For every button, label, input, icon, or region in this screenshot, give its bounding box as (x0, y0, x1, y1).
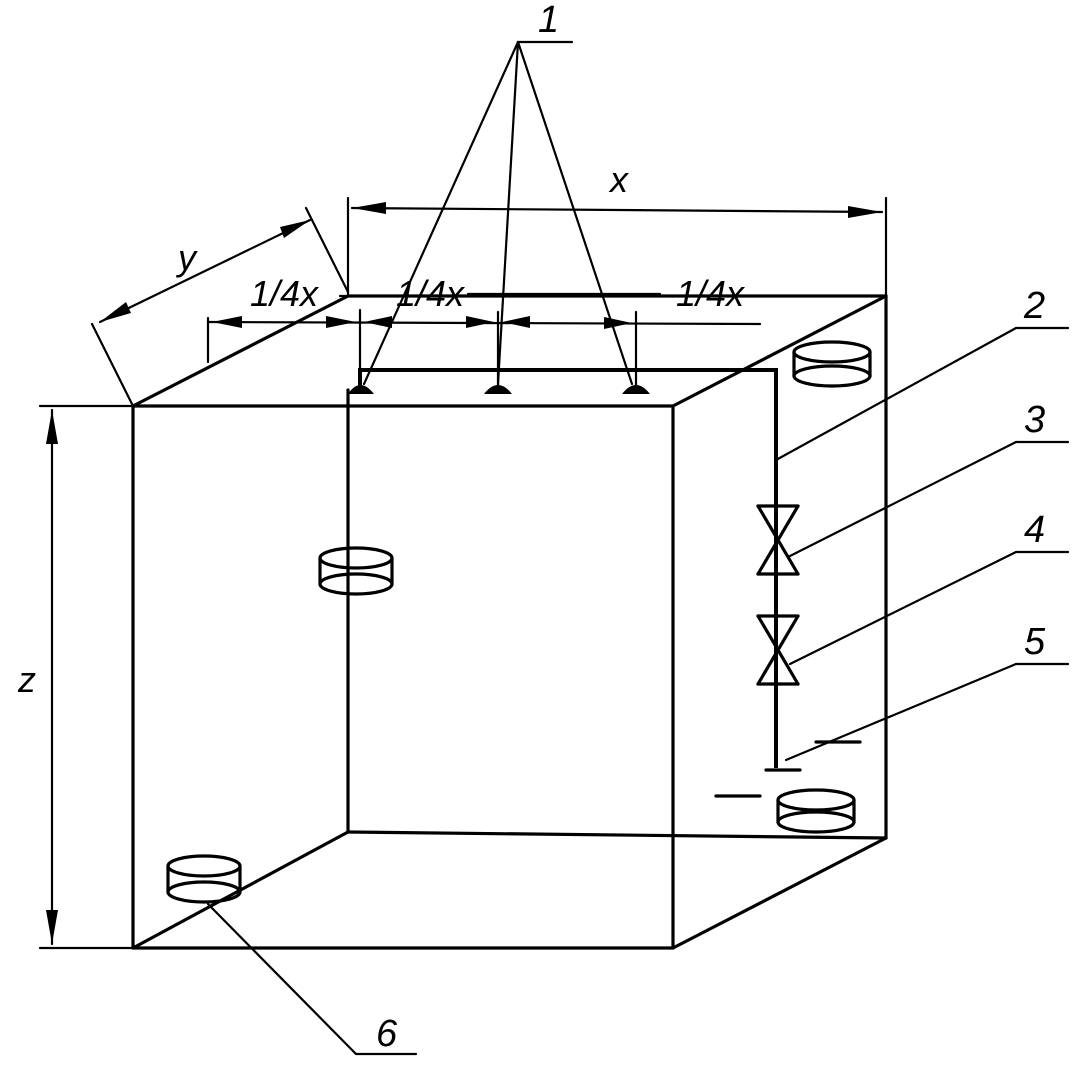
back-bottom-edge (346, 830, 888, 840)
quarter-label-2: 1/4x (396, 273, 466, 314)
quarter-label-1: 1/4x (250, 273, 320, 314)
callout-6: 6 (206, 902, 418, 1056)
callout-4: 4 (788, 509, 1070, 666)
top-left-edge (131, 294, 350, 408)
callout-number-1: 1 (538, 0, 559, 41)
dimension-z: z (17, 404, 135, 950)
sample-container (776, 788, 856, 834)
valve-icon (756, 504, 800, 576)
top-right-edge (671, 294, 888, 408)
valve-icon (756, 614, 800, 686)
callout-5: 5 (784, 621, 1070, 762)
spray-pipe (358, 368, 778, 768)
callout-1: 1 (362, 0, 634, 386)
dimension-x-label: x (608, 159, 630, 200)
callout-number-6: 6 (376, 1013, 398, 1055)
dimension-z-label: z (17, 659, 36, 700)
nozzle-icon (622, 385, 650, 394)
chamber-box (131, 294, 888, 950)
callout-number-3: 3 (1024, 399, 1045, 441)
dimension-y-label: y (175, 237, 198, 278)
nozzle-icon (484, 385, 512, 394)
front-face (131, 404, 675, 950)
dimension-x: x (346, 159, 888, 298)
quarter-label-3: 1/4x (676, 273, 746, 314)
callout-3: 3 (788, 399, 1070, 558)
nozzle-icon (348, 385, 374, 394)
sample-container (792, 340, 872, 388)
bottom-right-edge (671, 836, 888, 950)
sample-container (318, 546, 394, 596)
callout-number-2: 2 (1023, 285, 1045, 327)
callout-number-4: 4 (1024, 509, 1045, 551)
callout-number-5: 5 (1024, 621, 1046, 663)
quarter-dimensions: 1/4x 1/4x 1/4x (206, 273, 762, 394)
callout-2: 2 (774, 285, 1070, 462)
spray-pipe-system (348, 368, 862, 798)
dimension-y: y (90, 206, 350, 408)
outlet-icon (714, 740, 862, 798)
sample-container (166, 854, 242, 904)
